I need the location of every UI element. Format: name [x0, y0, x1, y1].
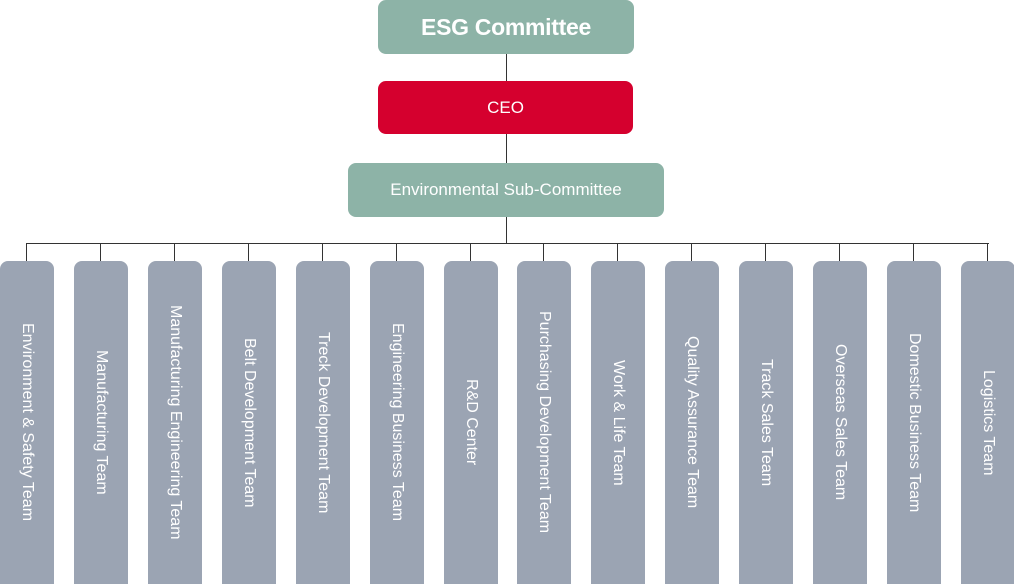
- team-label: Logistics Team: [980, 369, 997, 476]
- team-drop-line: [396, 243, 397, 261]
- esg-committee-box: ESG Committee: [378, 0, 634, 54]
- team-label: Manufacturing Team: [93, 350, 110, 495]
- ceo-box: CEO: [378, 81, 633, 134]
- team-box-belt-development: Belt Development Team: [222, 261, 276, 584]
- team-box-purchasing-development: Purchasing Development Team: [517, 261, 571, 584]
- team-drop-line: [470, 243, 471, 261]
- team-label: Domestic Business Team: [906, 332, 923, 513]
- team-drop-line: [26, 243, 27, 261]
- team-label: R&D Center: [463, 379, 480, 466]
- team-drop-line: [248, 243, 249, 261]
- team-label: Purchasing Development Team: [536, 311, 553, 534]
- team-label: Quality Assurance Team: [684, 336, 701, 509]
- team-drop-line: [839, 243, 840, 261]
- team-box-manufacturing: Manufacturing Team: [74, 261, 128, 584]
- team-label: Track Sales Team: [758, 358, 775, 487]
- team-box-work-life: Work & Life Team: [591, 261, 645, 584]
- team-box-overseas-sales: Overseas Sales Team: [813, 261, 867, 584]
- team-box-logistics: Logistics Team: [961, 261, 1014, 584]
- team-drop-line: [543, 243, 544, 261]
- team-label: Treck Development Team: [315, 331, 332, 514]
- team-box-domestic-business: Domestic Business Team: [887, 261, 941, 584]
- team-box-quality-assurance: Quality Assurance Team: [665, 261, 719, 584]
- sub-committee-label: Environmental Sub-Committee: [390, 180, 622, 199]
- team-label: Manufacturing Engineering Team: [167, 305, 184, 540]
- team-box-manufacturing-engineering: Manufacturing Engineering Team: [148, 261, 202, 584]
- connector-ceo-sub: [506, 134, 507, 163]
- team-drop-line: [987, 243, 988, 261]
- esg-committee-label: ESG Committee: [421, 13, 591, 40]
- team-label: Engineering Business Team: [389, 323, 406, 522]
- team-box-treck-development: Treck Development Team: [296, 261, 350, 584]
- connector-esg-ceo: [506, 54, 507, 81]
- team-label: Work & Life Team: [610, 359, 627, 486]
- horizontal-bus-line: [26, 243, 989, 244]
- team-drop-line: [913, 243, 914, 261]
- team-drop-line: [617, 243, 618, 261]
- ceo-label: CEO: [487, 97, 524, 117]
- team-label: Belt Development Team: [241, 337, 258, 508]
- team-box-engineering-business: Engineering Business Team: [370, 261, 424, 584]
- team-drop-line: [174, 243, 175, 261]
- team-label: Environment & Safety Team: [19, 323, 36, 522]
- team-drop-line: [765, 243, 766, 261]
- connector-sub-bus: [506, 217, 507, 244]
- team-box-track-sales: Track Sales Team: [739, 261, 793, 584]
- team-drop-line: [100, 243, 101, 261]
- team-box-rd-center: R&D Center: [444, 261, 498, 584]
- environmental-sub-committee-box: Environmental Sub-Committee: [348, 163, 664, 217]
- team-drop-line: [322, 243, 323, 261]
- team-drop-line: [691, 243, 692, 261]
- team-box-environment-safety: Environment & Safety Team: [0, 261, 54, 584]
- team-label: Overseas Sales Team: [832, 344, 849, 501]
